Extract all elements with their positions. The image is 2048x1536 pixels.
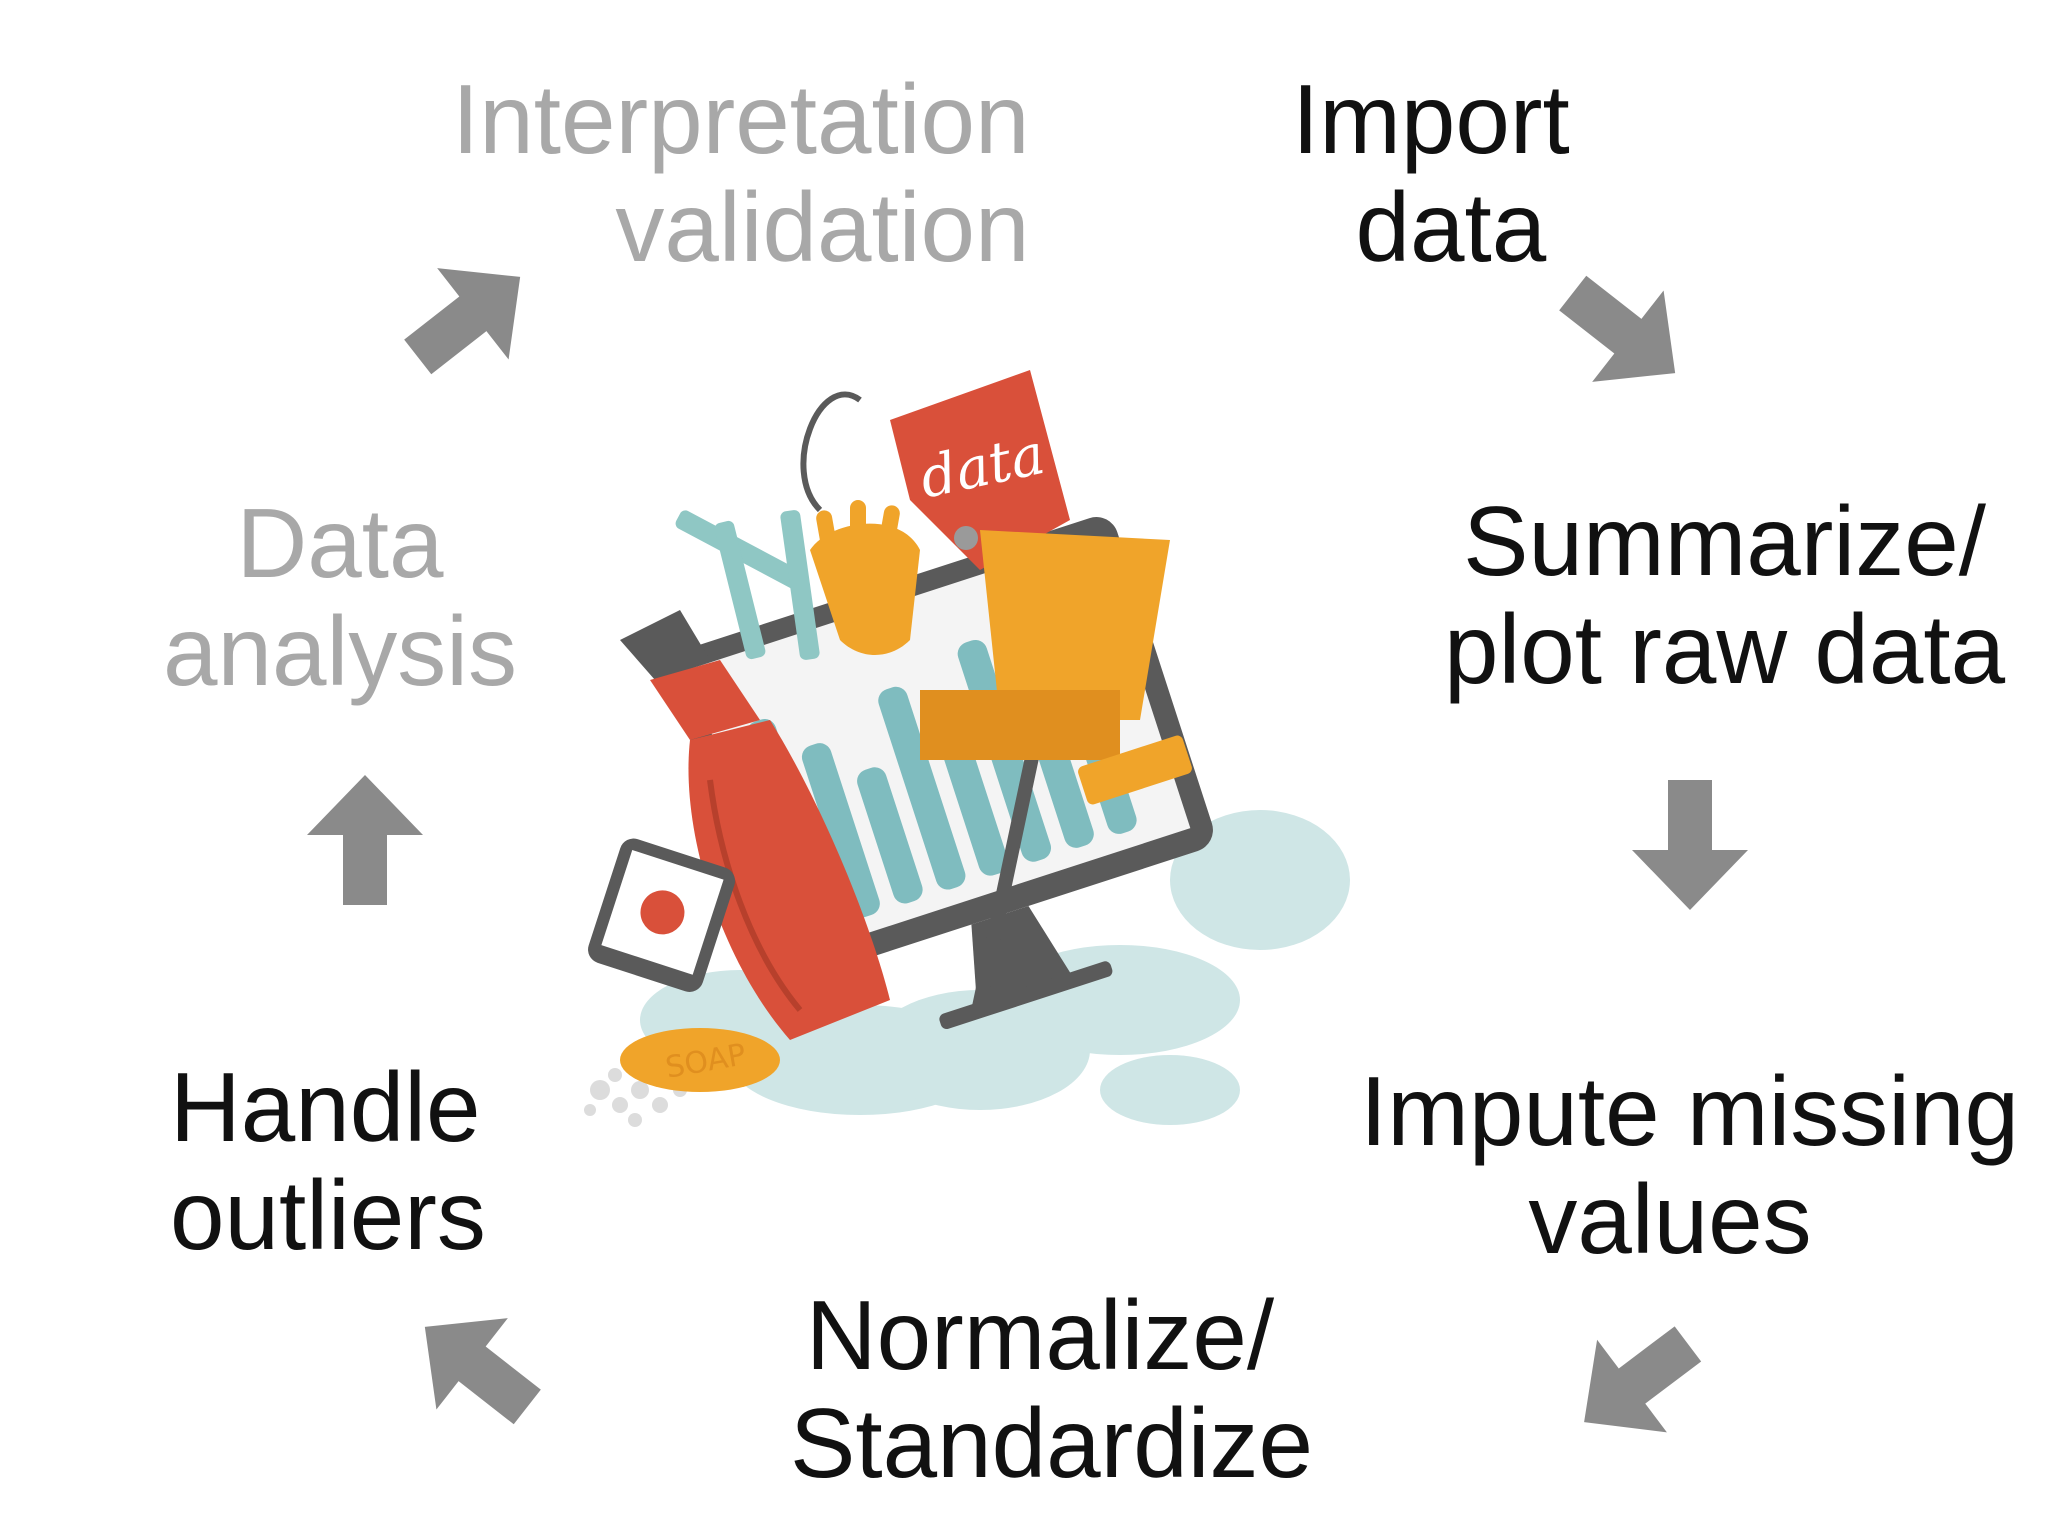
arrow-left-down-icon [1549,1297,1723,1469]
step-interpretation: Interpretation validation [452,64,1030,282]
step-outliers-line2: outliers [170,1159,486,1270]
arrow-left-up-icon [389,1281,563,1453]
step-import: Import data [1292,64,1570,282]
rubber-glove [810,500,920,655]
step-summarize-line1: Summarize/ [1463,486,1986,596]
soap-bar: SOAP [620,1028,780,1092]
step-impute-line1: Impute missing [1360,1056,2020,1166]
tablet [588,838,736,992]
arrow-up-icon [307,775,423,905]
arrow-down-icon [1632,780,1748,910]
step-analysis-line2: analysis [162,595,518,706]
step-impute: Impute missing values [1360,1056,2020,1274]
step-normalize-line1: Normalize/ [805,1280,1275,1390]
data-bucket: data [800,370,1070,570]
step-analysis: Data analysis [150,488,530,706]
step-analysis-line1: Data [236,488,444,598]
data-cleaning-illustration: data SOAP [584,370,1350,1127]
step-outliers: Handle outliers [170,1052,486,1270]
step-import-line1: Import [1292,64,1570,174]
step-import-line2: data [1355,171,1547,282]
broom [920,530,1192,1009]
step-normalize-line2: Standardize [790,1387,1314,1498]
step-interpretation-line1: Interpretation [452,64,1030,174]
step-summarize-line2: plot raw data [1444,593,2006,704]
step-outliers-line1: Handle [170,1052,481,1162]
step-interpretation-line2: validation [615,171,1030,282]
step-normalize: Normalize/ Standardize [790,1280,1314,1498]
step-impute-line2: values [1528,1163,1812,1274]
step-summarize: Summarize/ plot raw data [1444,486,2006,704]
clothespins [675,510,820,660]
spray-bottle [620,610,890,1040]
